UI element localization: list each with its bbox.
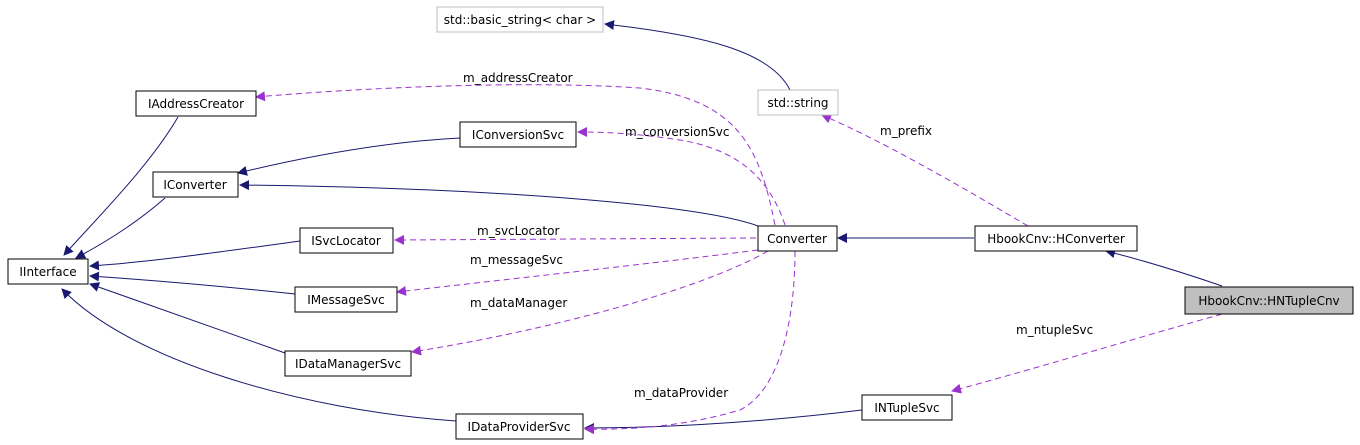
label-svc-locator: m_svcLocator: [477, 224, 559, 238]
node-hconverter[interactable]: HbookCnv::HConverter: [974, 225, 1138, 252]
node-hconverter-label: HbookCnv::HConverter: [987, 232, 1125, 246]
edge-converter-to-idataprovidersvc: [584, 250, 796, 435]
label-data-manager: m_dataManager: [470, 296, 567, 310]
node-converter-label: Converter: [767, 232, 827, 246]
edge-idatamanagersvc-to-iinterface: [89, 282, 286, 354]
node-iinterface-label: IInterface: [19, 265, 76, 279]
node-intuplesvc[interactable]: INTupleSvc: [861, 394, 953, 421]
node-idataprovidersvc[interactable]: IDataProviderSvc: [455, 413, 584, 440]
node-isvclocator[interactable]: ISvcLocator: [299, 227, 394, 254]
node-idatamanagersvc-label: IDataManagerSvc: [295, 357, 401, 371]
edge-iaddresscreator-to-iinterface: [63, 116, 179, 256]
node-iaddresscreator[interactable]: IAddressCreator: [135, 90, 257, 117]
node-intuplesvc-label: INTupleSvc: [874, 401, 939, 415]
label-prefix: m_prefix: [880, 124, 932, 138]
node-basic-string-label: std::basic_string< char >: [444, 13, 597, 27]
edge-isvclocator-to-iinterface: [89, 240, 301, 271]
node-std-string-label: std::string: [767, 96, 828, 110]
node-idataprovidersvc-label: IDataProviderSvc: [468, 420, 571, 434]
edge-converter-to-iconversionsvc: [577, 127, 786, 226]
edge-stdstring-to-basicstring: [604, 20, 791, 91]
edge-converter-to-isvclocator: [394, 234, 757, 245]
edge-converter-to-iconverter: [239, 180, 759, 227]
edge-hntuplecnv-to-hconverter: [1105, 248, 1223, 287]
edge-converter-to-imessagesvc: [396, 249, 759, 296]
node-iinterface[interactable]: IInterface: [7, 258, 89, 285]
label-ntuple-svc: m_ntupleSvc: [1016, 323, 1093, 337]
edge-intuplesvc-to-idataprovidersvc: [584, 409, 863, 433]
edge-hconverter-to-stdstring: [821, 113, 1029, 227]
inheritance-edges: [61, 20, 1223, 433]
label-data-provider: m_dataProvider: [634, 386, 728, 400]
edge-iconversionsvc-to-iconverter: [237, 137, 461, 176]
label-message-svc: m_messageSvc: [470, 253, 563, 267]
edge-idataprovidersvc-to-iinterface: [61, 288, 457, 422]
label-conversion-svc: m_conversionSvc: [625, 125, 730, 139]
node-iaddresscreator-label: IAddressCreator: [148, 97, 244, 111]
edge-converter-to-idatamanagersvc: [411, 250, 769, 356]
label-address-creator: m_addressCreator: [463, 71, 573, 85]
node-iconversionsvc-label: IConversionSvc: [472, 128, 564, 142]
node-idatamanagersvc[interactable]: IDataManagerSvc: [284, 350, 412, 377]
node-imessagesvc[interactable]: IMessageSvc: [294, 286, 398, 313]
node-iconversionsvc[interactable]: IConversionSvc: [459, 121, 577, 148]
edge-iconverter-to-iinterface: [75, 197, 166, 259]
node-imessagesvc-label: IMessageSvc: [307, 293, 384, 307]
node-hntuplecnv[interactable]: HbookCnv::HNTupleCnv: [1184, 286, 1354, 315]
node-std-string[interactable]: std::string: [757, 89, 839, 116]
node-hntuplecnv-label: HbookCnv::HNTupleCnv: [1198, 294, 1339, 308]
node-iconverter-label: IConverter: [163, 178, 226, 192]
usage-edges: [255, 84, 1223, 435]
edge-hntuplecnv-to-intuplesvc: [951, 313, 1223, 394]
node-basic-string[interactable]: std::basic_string< char >: [436, 6, 604, 33]
node-isvclocator-label: ISvcLocator: [311, 234, 381, 248]
edge-converter-to-iaddresscreator: [255, 84, 776, 226]
edge-imessagesvc-to-iinterface: [89, 271, 296, 295]
node-converter[interactable]: Converter: [757, 225, 838, 252]
node-iconverter[interactable]: IConverter: [152, 171, 239, 198]
edge-labels: m_addressCreator m_conversionSvc m_prefi…: [463, 71, 1093, 400]
